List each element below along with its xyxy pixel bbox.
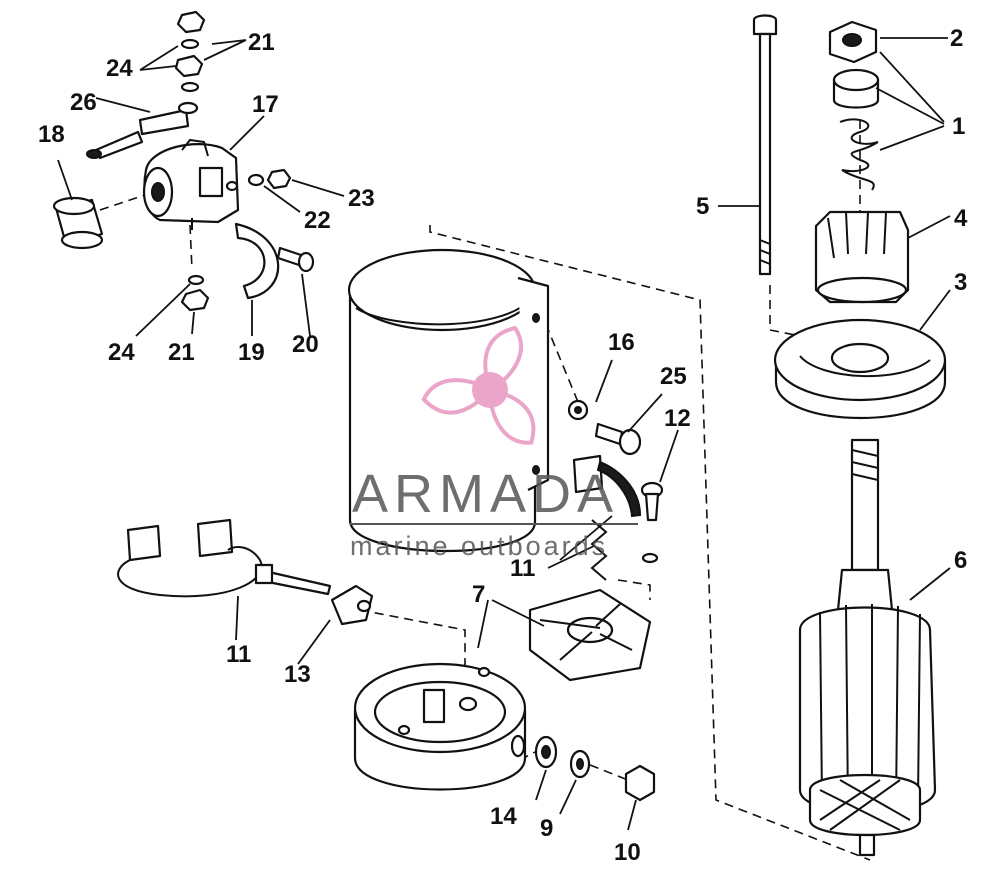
part-number-9: 9 — [540, 815, 553, 842]
part-number-24-top: 24 — [106, 55, 133, 82]
watermark: ARMADA marine outboards — [350, 325, 638, 561]
part-number-22: 22 — [304, 207, 331, 234]
part-number-17: 17 — [252, 91, 279, 118]
part-number-2: 2 — [950, 25, 963, 52]
part-number-3: 3 — [954, 269, 967, 296]
propeller-logo-icon — [418, 325, 549, 450]
part-number-4: 4 — [954, 205, 968, 232]
brush-assembly-left — [117, 518, 374, 626]
part-number-21-bottom: 21 — [168, 339, 195, 366]
part-number-16: 16 — [608, 329, 635, 356]
frame-bolt — [567, 399, 642, 456]
part-number-11-left: 11 — [226, 641, 251, 668]
part-number-18: 18 — [38, 121, 65, 148]
assembly-lines — [99, 120, 871, 861]
brush-assembly-right — [572, 454, 664, 581]
part-number-23: 23 — [348, 185, 375, 212]
part-number-labels: 2 1 4 3 5 6 7 11 16 25 12 14 9 10 11 13 … — [38, 25, 968, 866]
part-number-19: 19 — [238, 339, 265, 366]
drive-assembly — [773, 20, 947, 419]
through-bolt — [752, 14, 778, 276]
end-cap-hardware — [534, 735, 656, 802]
part-number-24-bottom: 24 — [108, 339, 135, 366]
starter-frame — [347, 248, 550, 553]
part-number-20: 20 — [292, 331, 319, 358]
brush-holder — [528, 588, 652, 682]
part-number-7: 7 — [472, 581, 485, 608]
solenoid-assembly — [52, 10, 315, 312]
part-number-14: 14 — [490, 803, 517, 830]
watermark-tagline: marine outboards — [350, 531, 608, 561]
part-number-1: 1 — [952, 113, 965, 140]
part-number-10: 10 — [614, 839, 641, 866]
part-number-6: 6 — [954, 547, 967, 574]
part-number-13: 13 — [284, 661, 311, 688]
leader-lines — [57, 37, 951, 831]
part-number-12: 12 — [664, 405, 691, 432]
part-number-25: 25 — [660, 363, 687, 390]
commutator-end-cap — [353, 662, 527, 791]
part-number-11-right: 11 — [510, 555, 535, 582]
watermark-brand: ARMADA — [352, 464, 619, 524]
armature — [798, 438, 937, 857]
part-number-5: 5 — [696, 193, 709, 220]
part-number-21-top: 21 — [248, 29, 275, 56]
part-number-26: 26 — [70, 89, 97, 116]
